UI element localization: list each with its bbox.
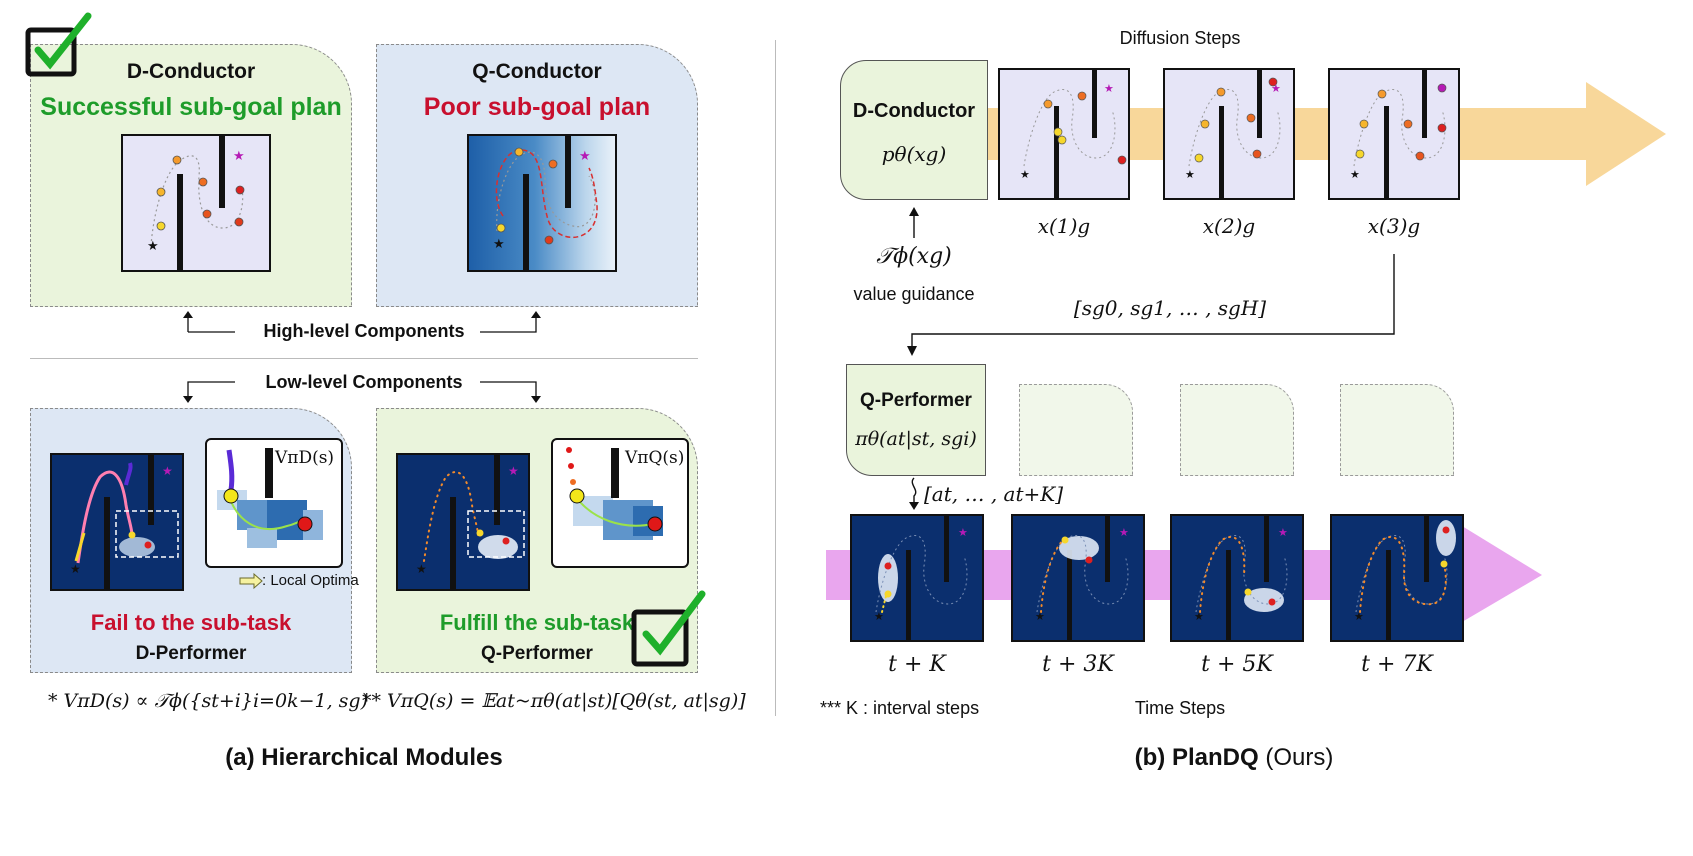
- high-level-label: High-level Components: [263, 321, 465, 341]
- ghost-box-1: [1019, 384, 1133, 476]
- d-performer-title: D-Performer: [135, 643, 247, 664]
- low-level-connector: [183, 381, 541, 403]
- subgoal-connector: [907, 254, 1395, 356]
- time-maze-3: ★ ★: [1170, 514, 1304, 642]
- time-label-4: t + 7K: [1361, 652, 1433, 677]
- guidance-arrow: [909, 207, 919, 238]
- svg-text:★: ★: [1194, 611, 1204, 623]
- interval-note: *** K : interval steps: [820, 698, 980, 718]
- svg-text:★: ★: [162, 464, 173, 478]
- d-conductor-maze: ★ ★: [121, 134, 271, 272]
- x-label-1: x(1)g: [1037, 214, 1091, 238]
- d-conductor-box: [840, 60, 988, 200]
- maze-drawing: ★ ★: [1185, 70, 1281, 198]
- q-conductor-subtitle: Poor sub-goal plan: [423, 93, 651, 121]
- diffusion-maze-3: ★: [1328, 68, 1460, 200]
- maze-drawing: ★ ★: [493, 136, 598, 270]
- maze-drawing: ★ ★: [70, 455, 179, 589]
- formula-q-performer: ** VπQ(s) = 𝔼at~πθ(at|st)[Qθ(st, at|sg)]: [362, 690, 746, 712]
- success-check-icon: [25, 12, 92, 77]
- q-inset-label: VπQ(s): [625, 448, 685, 468]
- q-performer-title: Q-Performer: [481, 643, 593, 664]
- formula-d-performer: * VπD(s) ∝ 𝒯ϕ({st+i}i=0k−1, sg): [48, 690, 368, 712]
- ghost-box-2: [1180, 384, 1294, 476]
- x-label-2: x(2)g: [1202, 214, 1256, 238]
- svg-text:★: ★: [70, 562, 81, 576]
- caption-right-bold: (b) PlanDQ: [1134, 744, 1259, 771]
- local-optima-label: : Local Optima: [262, 572, 359, 589]
- svg-text:★: ★: [1354, 611, 1364, 623]
- maze-drawing: ★ ★: [874, 516, 968, 640]
- guidance-label: value guidance: [853, 284, 975, 304]
- q-performer-box: [846, 364, 986, 476]
- section-divider: [30, 358, 698, 359]
- svg-text:★: ★: [1035, 611, 1045, 623]
- d-conductor-box-title: D-Conductor: [852, 100, 976, 122]
- maze-drawing: ★ ★: [1194, 516, 1288, 640]
- maze-drawing: ★ ★: [416, 455, 525, 589]
- d-conductor-title: D-Conductor: [126, 60, 256, 83]
- low-level-label: Low-level Components: [265, 372, 463, 392]
- action-sequence: [at, … , at+K]: [924, 482, 1064, 506]
- diffusion-steps-label: Diffusion Steps: [1119, 28, 1241, 48]
- time-maze-4: ★: [1330, 514, 1464, 642]
- q-conductor-maze: ★ ★: [467, 134, 617, 272]
- action-arrow: [909, 477, 919, 510]
- value-heatmap: [217, 448, 323, 548]
- value-heatmap: [566, 447, 663, 540]
- diffusion-maze-2: ★ ★: [1163, 68, 1295, 200]
- svg-text:★: ★: [147, 238, 159, 253]
- svg-text:★: ★: [416, 562, 427, 576]
- guidance-formula: 𝒯ϕ(xg): [876, 244, 952, 269]
- caption-right: (b) PlanDQ (Ours): [775, 744, 1693, 772]
- diffusion-maze-1: ★ ★: [998, 68, 1130, 200]
- q-conductor-title: Q-Conductor: [472, 60, 602, 83]
- maze-drawing: ★: [1350, 70, 1447, 198]
- caption-right-normal: (Ours): [1258, 744, 1334, 771]
- q-performer-outcome: Fulfill the sub-task: [439, 610, 635, 635]
- q-performer-formula: πθ(at|st, sgi): [855, 428, 977, 450]
- d-inset-label: VπD(s): [275, 448, 335, 468]
- maze-drawing: ★ ★: [1020, 70, 1127, 198]
- high-level-connector: [183, 311, 541, 333]
- svg-text:★: ★: [874, 611, 884, 623]
- d-performer-inset: VπD(s): [205, 438, 343, 568]
- svg-text:★: ★: [1278, 527, 1288, 539]
- svg-text:★: ★: [493, 236, 505, 251]
- time-steps-label: Time Steps: [1134, 698, 1226, 718]
- svg-text:★: ★: [579, 148, 591, 163]
- svg-text:★: ★: [1271, 83, 1281, 95]
- time-maze-1: ★ ★: [850, 514, 984, 642]
- d-conductor-subtitle: Successful sub-goal plan: [40, 93, 342, 121]
- q-performer-box-title: Q-Performer: [860, 390, 972, 411]
- q-performer-maze: ★ ★: [396, 453, 530, 591]
- maze-drawing: ★: [1354, 516, 1456, 640]
- subgoal-sequence: [sg0, sg1, … , sgH]: [1073, 296, 1267, 320]
- local-optima-arrow-icon: [239, 572, 263, 590]
- svg-text:★: ★: [1119, 527, 1129, 539]
- vertical-divider: [775, 40, 776, 716]
- d-performer-outcome: Fail to the sub-task: [90, 610, 292, 635]
- x-label-3: x(3)g: [1367, 214, 1421, 238]
- time-label-1: t + K: [888, 652, 946, 677]
- q-performer-inset: VπQ(s): [551, 438, 689, 568]
- d-conductor-formula: pθ(xg): [881, 142, 947, 166]
- success-check-icon: [631, 590, 706, 667]
- time-label-2: t + 3K: [1042, 652, 1114, 677]
- time-maze-2: ★ ★: [1011, 514, 1145, 642]
- d-performer-maze: ★ ★: [50, 453, 184, 591]
- svg-text:★: ★: [508, 464, 519, 478]
- svg-text:★: ★: [233, 148, 245, 163]
- svg-text:★: ★: [1350, 169, 1360, 181]
- svg-text:★: ★: [958, 527, 968, 539]
- maze-drawing: ★ ★: [1035, 516, 1129, 640]
- maze-drawing: ★ ★: [147, 136, 245, 270]
- time-label-3: t + 5K: [1201, 652, 1273, 677]
- ghost-box-3: [1340, 384, 1454, 476]
- svg-text:★: ★: [1104, 83, 1114, 95]
- caption-left: (a) Hierarchical Modules: [225, 744, 503, 771]
- svg-text:★: ★: [1185, 169, 1195, 181]
- svg-text:★: ★: [1020, 169, 1030, 181]
